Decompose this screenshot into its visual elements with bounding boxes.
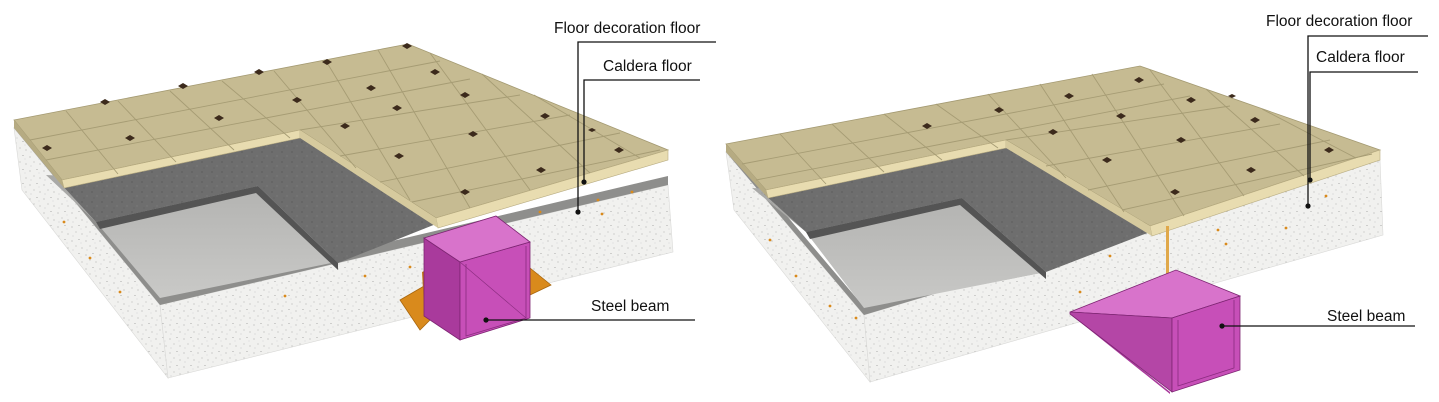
label-caldera-floor-2: Caldera floor [1316, 49, 1405, 66]
tile-floor-left-edge [14, 120, 64, 188]
tile-floor-inner-edge-2 [1006, 140, 1152, 236]
tile-floor-front-right [435, 149, 669, 229]
label-caldera-floor-1: Caldera floor [603, 58, 692, 75]
caldera-floor-front-edge [96, 186, 338, 270]
tile-floor-inner-edge [300, 130, 438, 228]
tile-inserts [42, 43, 624, 195]
tile-joints-2 [741, 69, 1373, 217]
steel-beam-top-face [423, 215, 531, 263]
tile-inserts-2 [922, 77, 1334, 195]
steel-beam-diagonal [459, 261, 527, 319]
label-steel-beam-1: Steel beam [591, 298, 669, 315]
steel-beam-inner-edge [465, 246, 527, 337]
diagram-1: Floor decoration floor Caldera floor Ste… [13, 20, 716, 380]
leaders-1 [483, 41, 716, 323]
rebar-dots-1 [62, 190, 634, 298]
steel-beam-inner-edge-2 [1177, 300, 1235, 387]
tile-joints [29, 49, 661, 209]
label-floor-decoration-2: Floor decoration floor [1266, 13, 1412, 30]
leaders-2 [1219, 35, 1428, 329]
steel-beam-left-face-2 [1069, 311, 1173, 393]
rebar-dots-2 [768, 194, 1328, 320]
tile-floor-left-edge-2 [726, 144, 768, 198]
diagram-2: Floor decoration floor Caldera floor Ste… [725, 13, 1428, 394]
expansion-seam [1166, 226, 1169, 284]
steel-beam-front-face-2 [1171, 295, 1241, 393]
label-floor-decoration-1: Floor decoration floor [554, 20, 700, 37]
label-steel-beam-2: Steel beam [1327, 308, 1405, 325]
caldera-layer-edge [14, 120, 668, 305]
